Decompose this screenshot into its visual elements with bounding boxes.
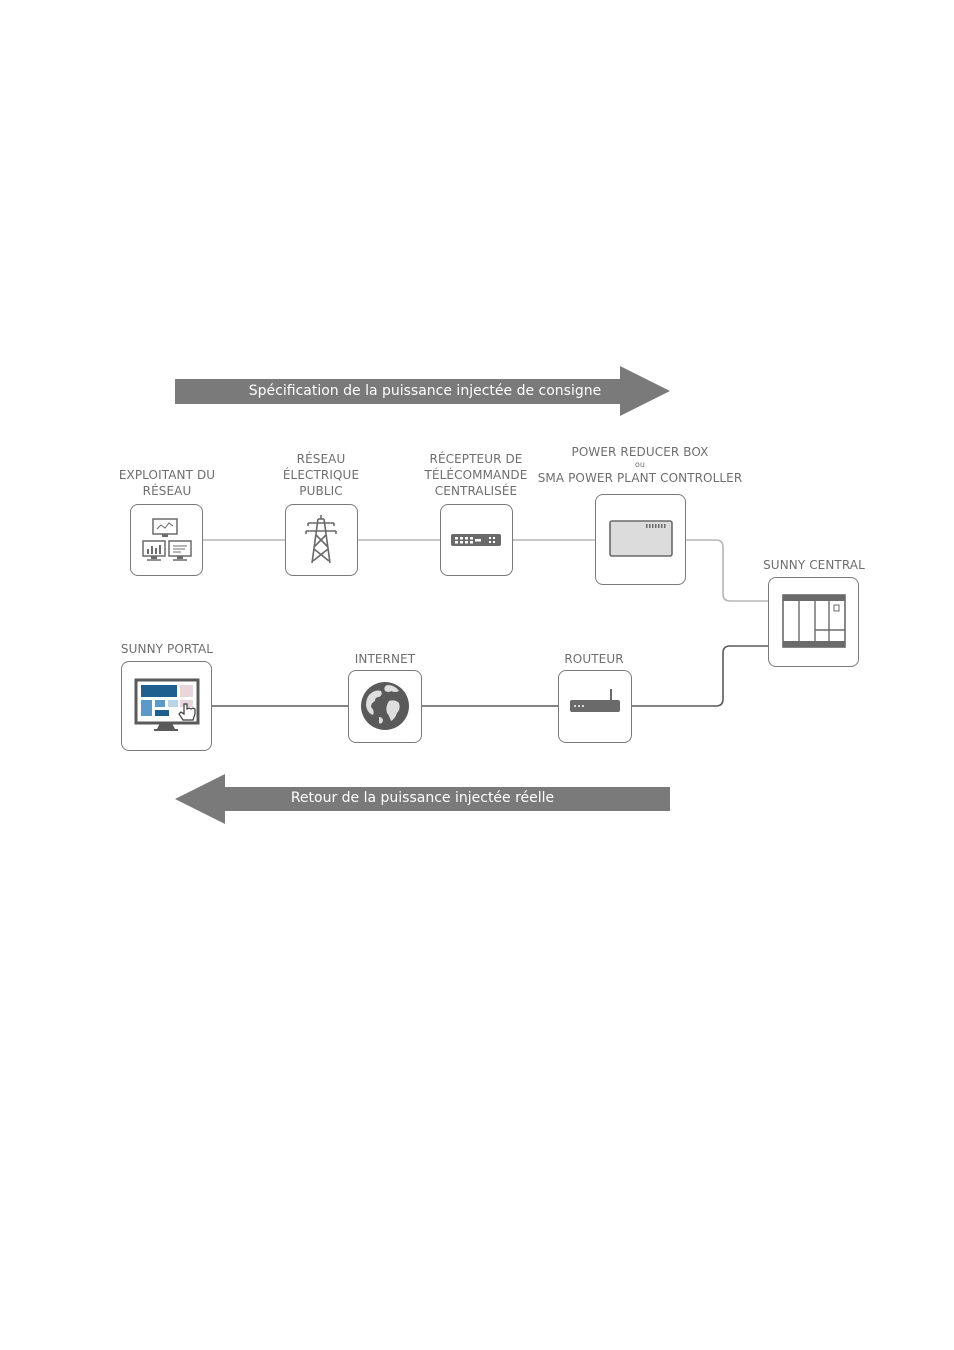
label-portal: SUNNY PORTAL	[120, 642, 214, 656]
web-portal-icon	[134, 678, 200, 731]
node-exploitant	[130, 504, 203, 576]
label-recepteur: RÉCEPTEUR DE TÉLÉCOMMANDE CENTRALISÉE	[424, 452, 528, 498]
label-routeur: ROUTEUR	[564, 652, 624, 666]
arrow-bottom-label: Retour de la puissance injectée réelle	[290, 790, 555, 806]
node-recepteur	[440, 504, 513, 576]
node-internet	[348, 670, 422, 743]
line-power-central	[686, 539, 768, 602]
arrow-top-label: Spécification de la puissance injectée d…	[248, 383, 602, 399]
node-power	[595, 494, 686, 585]
label-internet: INTERNET	[354, 652, 416, 666]
line-central-routeur	[632, 645, 768, 707]
label-power: POWER REDUCER BOX ou SMA POWER PLANT CON…	[537, 445, 743, 485]
node-reseau	[285, 504, 358, 576]
router-icon	[570, 689, 620, 712]
label-reseau: RÉSEAU ÉLECTRIQUE PUBLIC	[282, 452, 360, 498]
inverter-cabinet-icon	[782, 594, 846, 648]
globe-icon	[361, 682, 409, 730]
operator-monitors-icon	[142, 518, 192, 561]
node-routeur	[558, 670, 632, 743]
node-central	[768, 577, 859, 667]
node-portal	[121, 661, 212, 751]
label-central: SUNNY CENTRAL	[763, 558, 865, 572]
receiver-device-icon	[451, 534, 501, 546]
controller-box-icon	[609, 520, 673, 557]
label-exploitant: EXPLOITANT DU RÉSEAU	[118, 468, 216, 498]
power-pylon-icon	[305, 515, 337, 564]
